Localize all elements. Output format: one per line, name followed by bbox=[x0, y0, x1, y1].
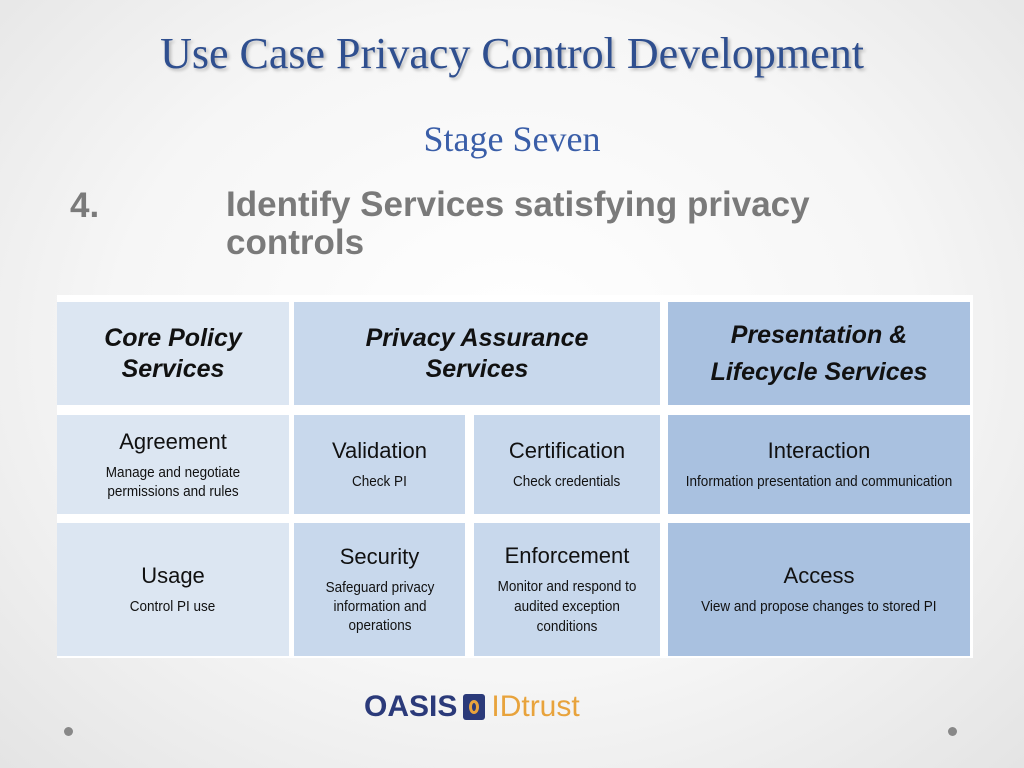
idtrust-mark-icon bbox=[463, 694, 486, 720]
list-item-text: Identify Services satisfying privacy con… bbox=[226, 185, 810, 262]
service-validation-name: Validation bbox=[332, 438, 427, 463]
service-security: Security Safeguard privacy information a… bbox=[294, 523, 465, 656]
service-security-desc: Safeguard privacy information and operat… bbox=[325, 579, 434, 634]
slide-title: Use Case Privacy Control Development bbox=[160, 29, 864, 78]
service-usage-desc: Control PI use bbox=[130, 598, 216, 615]
service-enforcement: Enforcement Monitor and respond to audit… bbox=[474, 523, 660, 656]
service-agreement: Agreement Manage and negotiate permissio… bbox=[57, 415, 289, 514]
header-core-policy: Core Policy Services bbox=[57, 302, 289, 405]
service-access-name: Access bbox=[783, 563, 855, 588]
service-validation-desc: Check PI bbox=[352, 473, 407, 490]
service-interaction-desc: Information presentation and communicati… bbox=[685, 473, 953, 490]
service-certification: Certification Check credentials bbox=[474, 415, 660, 514]
list-item-number: 4. bbox=[70, 186, 100, 225]
service-validation: Validation Check PI bbox=[294, 415, 465, 514]
service-certification-name: Certification bbox=[508, 438, 626, 463]
service-agreement-name: Agreement bbox=[119, 428, 227, 454]
service-interaction-name: Interaction bbox=[767, 438, 871, 463]
service-access: Access View and propose changes to store… bbox=[668, 523, 970, 656]
header-core-policy-label: Core Policy Services bbox=[104, 323, 242, 383]
service-certification-desc: Check credentials bbox=[513, 473, 621, 490]
header-privacy-assurance: Privacy Assurance Services bbox=[294, 302, 660, 405]
service-usage-name: Usage bbox=[141, 563, 205, 588]
service-agreement-desc: Manage and negotiate permissions and rul… bbox=[105, 463, 241, 500]
services-table: Core Policy Services Privacy Assurance S… bbox=[57, 295, 973, 658]
slide-dot-left bbox=[64, 727, 73, 736]
logo-trust-text: trust bbox=[521, 690, 580, 723]
header-presentation-lifecycle: Presentation & Lifecycle Services bbox=[668, 302, 970, 405]
slide-dot-right bbox=[948, 727, 957, 736]
service-access-desc: View and propose changes to stored PI bbox=[701, 598, 937, 615]
service-security-name: Security bbox=[339, 544, 420, 569]
service-enforcement-name: Enforcement bbox=[504, 542, 630, 568]
service-enforcement-desc: Monitor and respond to audited exception… bbox=[497, 577, 637, 635]
slide-subtitle: Stage Seven bbox=[423, 119, 601, 159]
header-presentation-lifecycle-label: Presentation & Lifecycle Services bbox=[710, 320, 928, 386]
logo-id-text: ID bbox=[491, 690, 522, 723]
header-privacy-assurance-label: Privacy Assurance Services bbox=[365, 323, 589, 383]
service-usage: Usage Control PI use bbox=[57, 523, 289, 656]
service-interaction: Interaction Information presentation and… bbox=[668, 415, 970, 514]
logo-oasis-text: OASIS bbox=[364, 690, 458, 723]
